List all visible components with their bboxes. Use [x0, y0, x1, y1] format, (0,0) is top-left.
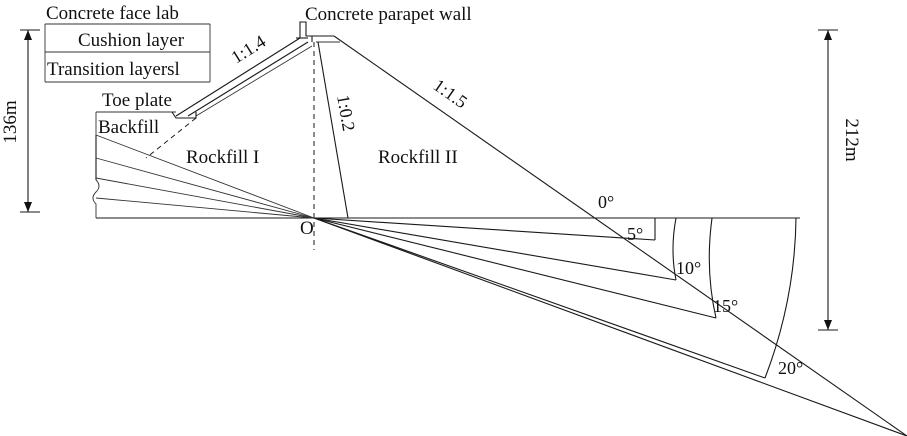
- inner-slope-label: 1:0.2: [333, 93, 359, 132]
- toe-plate-bracket: [95, 111, 176, 135]
- origin-label: O: [300, 218, 314, 239]
- concrete-face-slab-label: Concrete face lab: [46, 3, 179, 24]
- layer-label-boxes: [44, 23, 211, 83]
- transition-layers-label: Transition layersl: [47, 59, 180, 80]
- right-height-dimension: [818, 29, 838, 331]
- angle-10-label: 10°: [676, 258, 701, 278]
- parapet-wall-label: Concrete parapet wall: [305, 4, 472, 25]
- rockfill-2-label: Rockfill II: [378, 147, 458, 168]
- rockfill-1-label: Rockfill I: [186, 147, 259, 168]
- cushion-layer-label: Cushion layer: [78, 30, 185, 51]
- angle-15-label: 15°: [713, 296, 738, 316]
- toe-plate-label: Toe plate: [102, 90, 172, 111]
- angle-arcs: [654, 217, 797, 379]
- left-height-dimension: [20, 29, 40, 213]
- foundation-lines: [92, 134, 800, 219]
- angle-5-label: 5°: [627, 224, 643, 244]
- right-height-label: 212m: [841, 118, 862, 162]
- backfill-label: Backfill: [98, 117, 159, 138]
- angle-0-label: 0°: [598, 192, 614, 212]
- angle-20-label: 20°: [778, 358, 803, 378]
- left-height-label: 136m: [0, 100, 21, 144]
- rotation-rays: [313, 217, 907, 436]
- dam-body: [145, 21, 907, 436]
